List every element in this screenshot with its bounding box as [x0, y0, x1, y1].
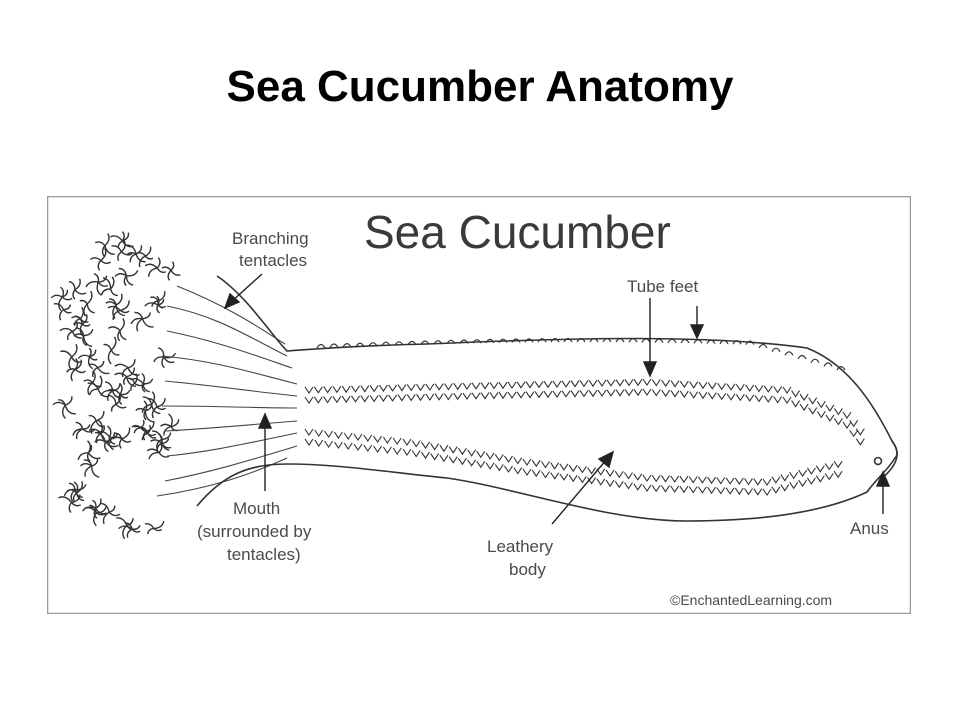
label-anus: Anus [850, 519, 889, 538]
slide-title: Sea Cucumber Anatomy [226, 62, 734, 111]
pointer-arrows [223, 273, 891, 525]
label-body: body [509, 560, 546, 579]
upper-foot-row [304, 378, 865, 446]
sea-cucumber-diagram: Sea Cucumber Branching tentacles Tube fe… [47, 196, 911, 614]
label-branching: Branching [232, 229, 309, 248]
tube-feet [316, 337, 846, 371]
arrow-tentacles [230, 273, 263, 303]
figure-heading: Sea Cucumber [364, 206, 671, 258]
label-leathery: Leathery [487, 537, 554, 556]
label-tube-feet: Tube feet [627, 277, 698, 296]
tentacle-cluster [50, 231, 181, 540]
lower-foot-row [304, 428, 843, 496]
label-mouth: Mouth [233, 499, 280, 518]
credit-text: ©EnchantedLearning.com [670, 592, 832, 608]
tentacle-stalks [156, 285, 298, 497]
label-tentacles: tentacles [239, 251, 307, 270]
figure-frame [47, 196, 911, 614]
label-mouth-tentacles: tentacles) [227, 545, 301, 564]
arrow-leathery-body [551, 458, 608, 525]
label-mouth-surrounded: (surrounded by [197, 522, 312, 541]
